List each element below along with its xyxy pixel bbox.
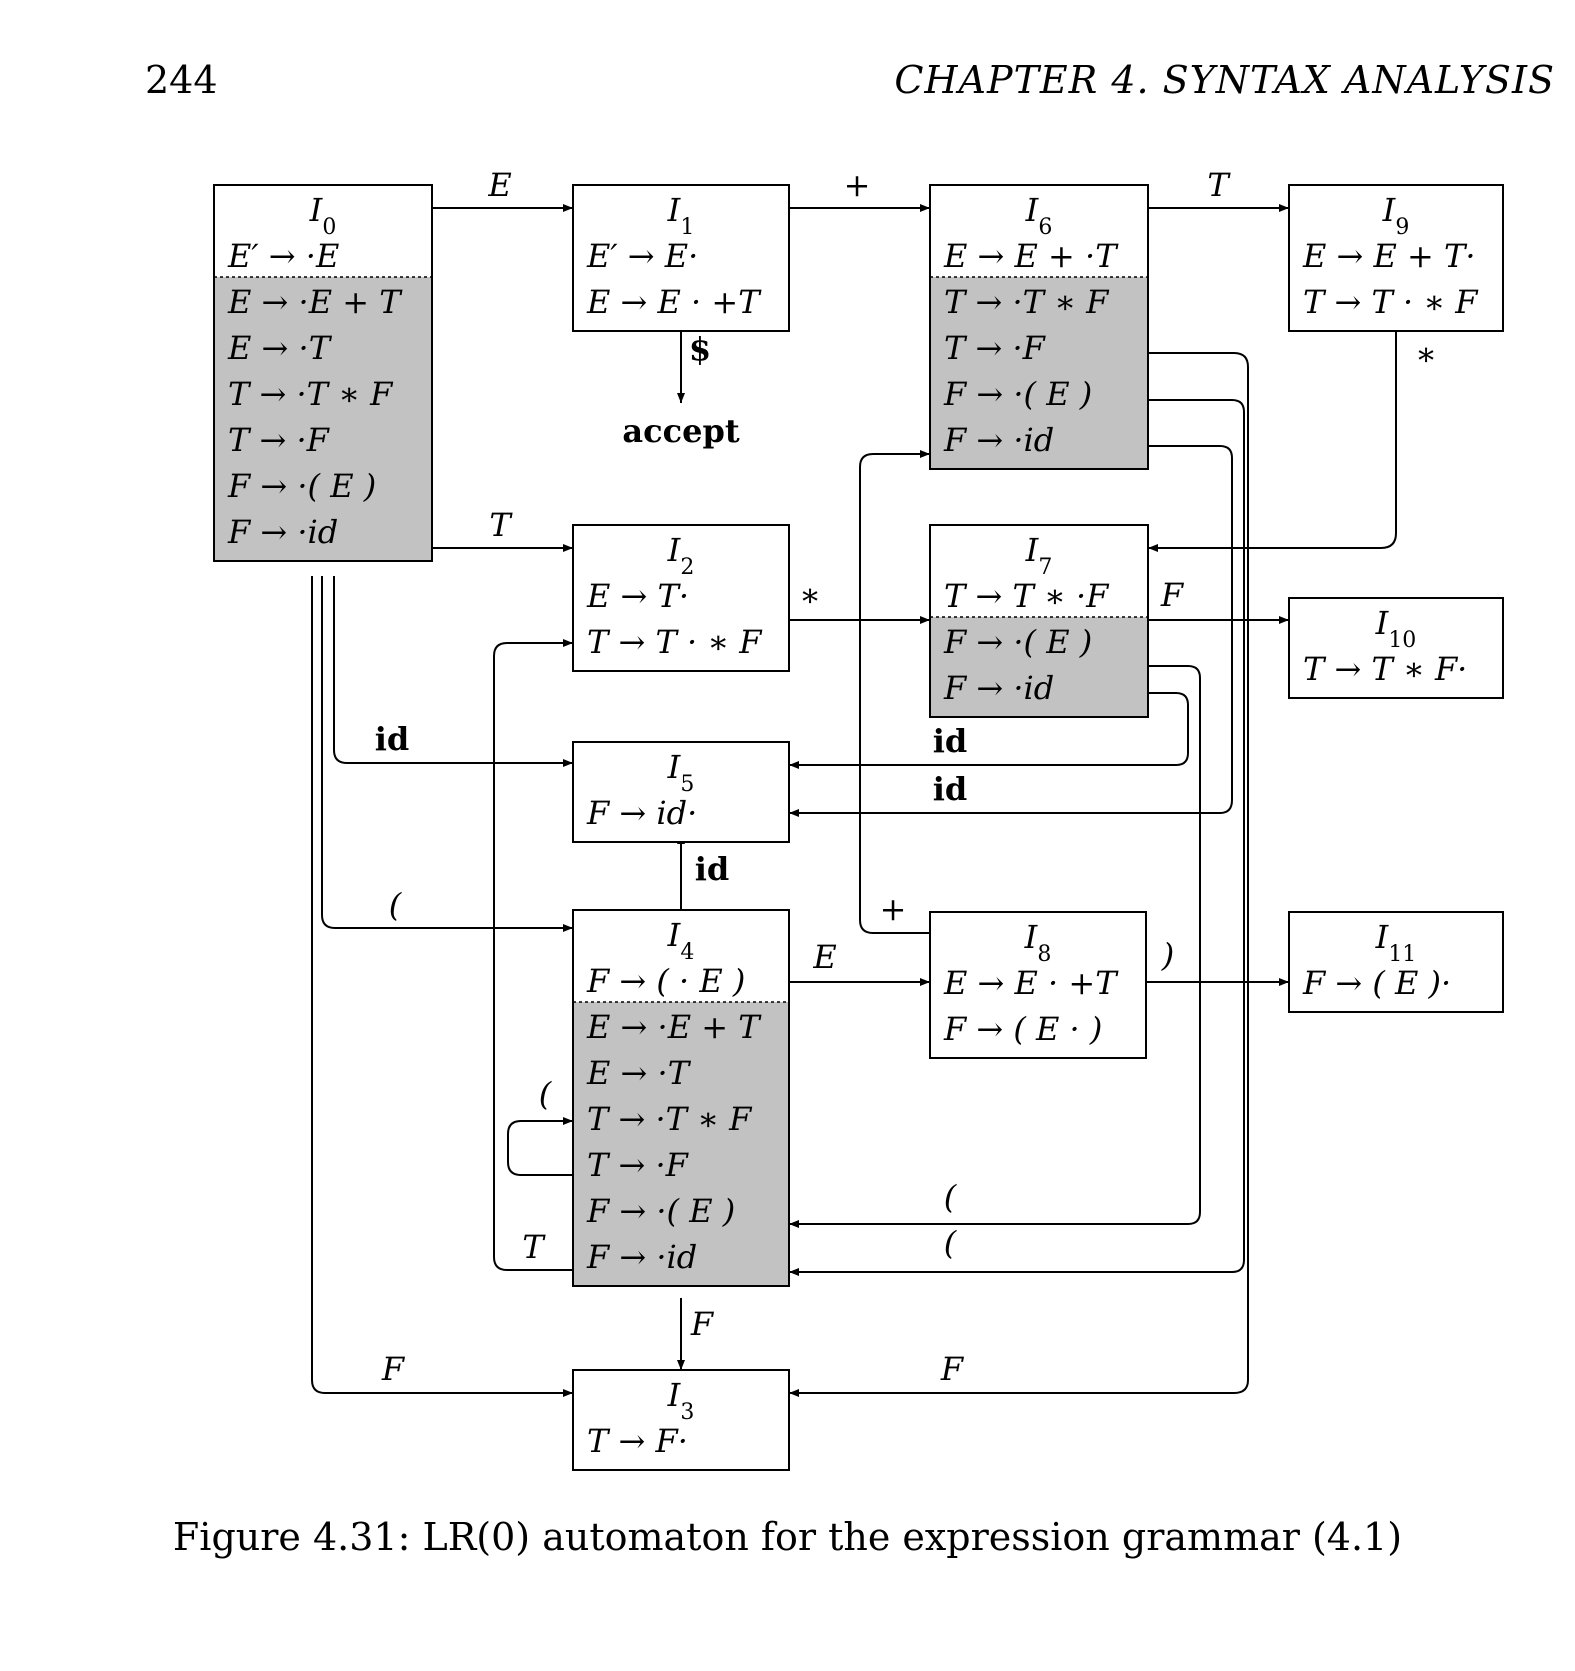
closure-item: F → ·id xyxy=(943,669,1054,707)
transition-label: F xyxy=(1160,576,1185,614)
closure-item: T → ·T ∗ F xyxy=(228,375,394,413)
transition-label: ( xyxy=(539,1075,553,1113)
state-i4: I4F → ( · E )E → ·E + TE → ·TT → ·T ∗ FT… xyxy=(572,909,790,1287)
kernel-item: T → F· xyxy=(587,1422,688,1460)
transition-label: ( xyxy=(389,886,403,924)
transition-label: E xyxy=(812,938,836,976)
closure-region xyxy=(573,1002,789,1286)
state-i1: I1E′ → E·E → E · +T xyxy=(572,184,790,332)
state-i0: I0E′ → ·EE → ·E + TE → ·TT → ·T ∗ FT → ·… xyxy=(213,184,433,562)
transition-label: F xyxy=(940,1350,965,1388)
lr0-automaton-diagram: I0E′ → ·EE → ·E + TE → ·TT → ·T ∗ FT → ·… xyxy=(213,166,1504,1471)
transition-i6-i5 xyxy=(789,445,1233,817)
closure-region xyxy=(930,617,1148,717)
state-i6: I6E → E + ·TT → ·T ∗ FT → ·FF → ·( E )F … xyxy=(929,184,1149,470)
transition-label: F xyxy=(690,1305,715,1343)
chapter-title: CHAPTER 4. SYNTAX ANALYSIS xyxy=(894,58,1555,102)
closure-item: F → ·( E ) xyxy=(227,467,376,505)
closure-item: F → ·( E ) xyxy=(586,1192,735,1230)
kernel-item: T → T ∗ F· xyxy=(1303,650,1467,688)
transition-i7-i5 xyxy=(789,692,1189,769)
closure-item: T → ·F xyxy=(587,1146,690,1184)
kernel-item: F → ( E · ) xyxy=(943,1010,1102,1048)
transition-i0-i4 xyxy=(321,576,573,932)
state-i9: I9E → E + T·T → T · ∗ F xyxy=(1288,184,1504,332)
state-i7: I7T → T ∗ ·FF → ·( E )F → ·id xyxy=(929,524,1149,718)
transition-label: F xyxy=(381,1350,406,1388)
kernel-item: T → T · ∗ F xyxy=(1303,283,1479,321)
figure-caption: Figure 4.31: LR(0) automaton for the exp… xyxy=(172,1515,1403,1559)
transition-label: + xyxy=(880,890,907,928)
kernel-item: E → E · +T xyxy=(943,964,1119,1002)
closure-item: E → ·T xyxy=(586,1054,692,1092)
transition-label: E xyxy=(487,166,511,204)
transition-label: T xyxy=(1207,166,1231,204)
transition-label: ∗ xyxy=(1415,335,1437,373)
page-number: 244 xyxy=(145,58,218,102)
closure-item: T → ·T ∗ F xyxy=(587,1100,753,1138)
closure-region xyxy=(930,277,1148,469)
transition-label: id xyxy=(695,850,730,888)
transition-label: + xyxy=(844,166,871,204)
kernel-item: T → T · ∗ F xyxy=(587,623,763,661)
kernel-item: E → E + ·T xyxy=(943,237,1119,275)
state-i8: I8E → E · +TF → ( E · ) xyxy=(929,911,1147,1059)
kernel-item: E → T· xyxy=(586,577,689,615)
closure-item: F → ·id xyxy=(586,1238,697,1276)
transition-label: $ xyxy=(689,330,711,368)
transition-i6-i3 xyxy=(789,352,1249,1397)
closure-item: F → ·( E ) xyxy=(943,623,1092,661)
transition-i4-i2 xyxy=(493,639,573,1271)
closure-item: T → ·F xyxy=(944,329,1047,367)
transition-label: ∗ xyxy=(799,576,821,614)
transition-label: id xyxy=(933,722,968,760)
kernel-item: F → ( E )· xyxy=(1302,964,1451,1002)
kernel-item: E′ → ·E xyxy=(227,237,339,275)
transition-i4-i4 xyxy=(507,1117,573,1176)
transition-label: T xyxy=(522,1228,546,1266)
transition-label: id xyxy=(933,770,968,808)
transition-label: T xyxy=(489,506,513,544)
transition-i7-i4 xyxy=(789,665,1201,1228)
closure-item: F → ·id xyxy=(227,513,338,551)
transition-i0-i3 xyxy=(311,576,573,1397)
transition-i9-i7 xyxy=(1148,331,1397,552)
transition-i8-i6 xyxy=(859,450,930,934)
kernel-item: F → ( · E ) xyxy=(586,962,745,1000)
transition-i6-i4 xyxy=(789,399,1245,1276)
state-i2: I2E → T·T → T · ∗ F xyxy=(572,524,790,672)
transition-label: ( xyxy=(944,1224,958,1262)
transition-label: ) xyxy=(1161,936,1174,974)
closure-item: T → ·T ∗ F xyxy=(944,283,1110,321)
kernel-item: E → E · +T xyxy=(586,283,762,321)
closure-item: E → ·E + T xyxy=(227,283,403,321)
transition-label: id xyxy=(375,720,410,758)
closure-item: T → ·F xyxy=(228,421,331,459)
accept-label: accept xyxy=(622,412,739,450)
closure-region xyxy=(214,277,432,561)
closure-item: F → ·id xyxy=(943,421,1054,459)
closure-item: E → ·E + T xyxy=(586,1008,762,1046)
closure-item: F → ·( E ) xyxy=(943,375,1092,413)
transition-i0-i5 xyxy=(333,576,573,767)
closure-item: E → ·T xyxy=(227,329,333,367)
state-i5: I5F → id· xyxy=(572,741,790,843)
kernel-item: E → E + T· xyxy=(1302,237,1476,275)
kernel-item: E′ → E· xyxy=(586,237,698,275)
state-i3: I3T → F· xyxy=(572,1369,790,1471)
kernel-item: F → id· xyxy=(586,794,697,832)
transition-label: ( xyxy=(944,1178,958,1216)
kernel-item: T → T ∗ ·F xyxy=(944,577,1110,615)
